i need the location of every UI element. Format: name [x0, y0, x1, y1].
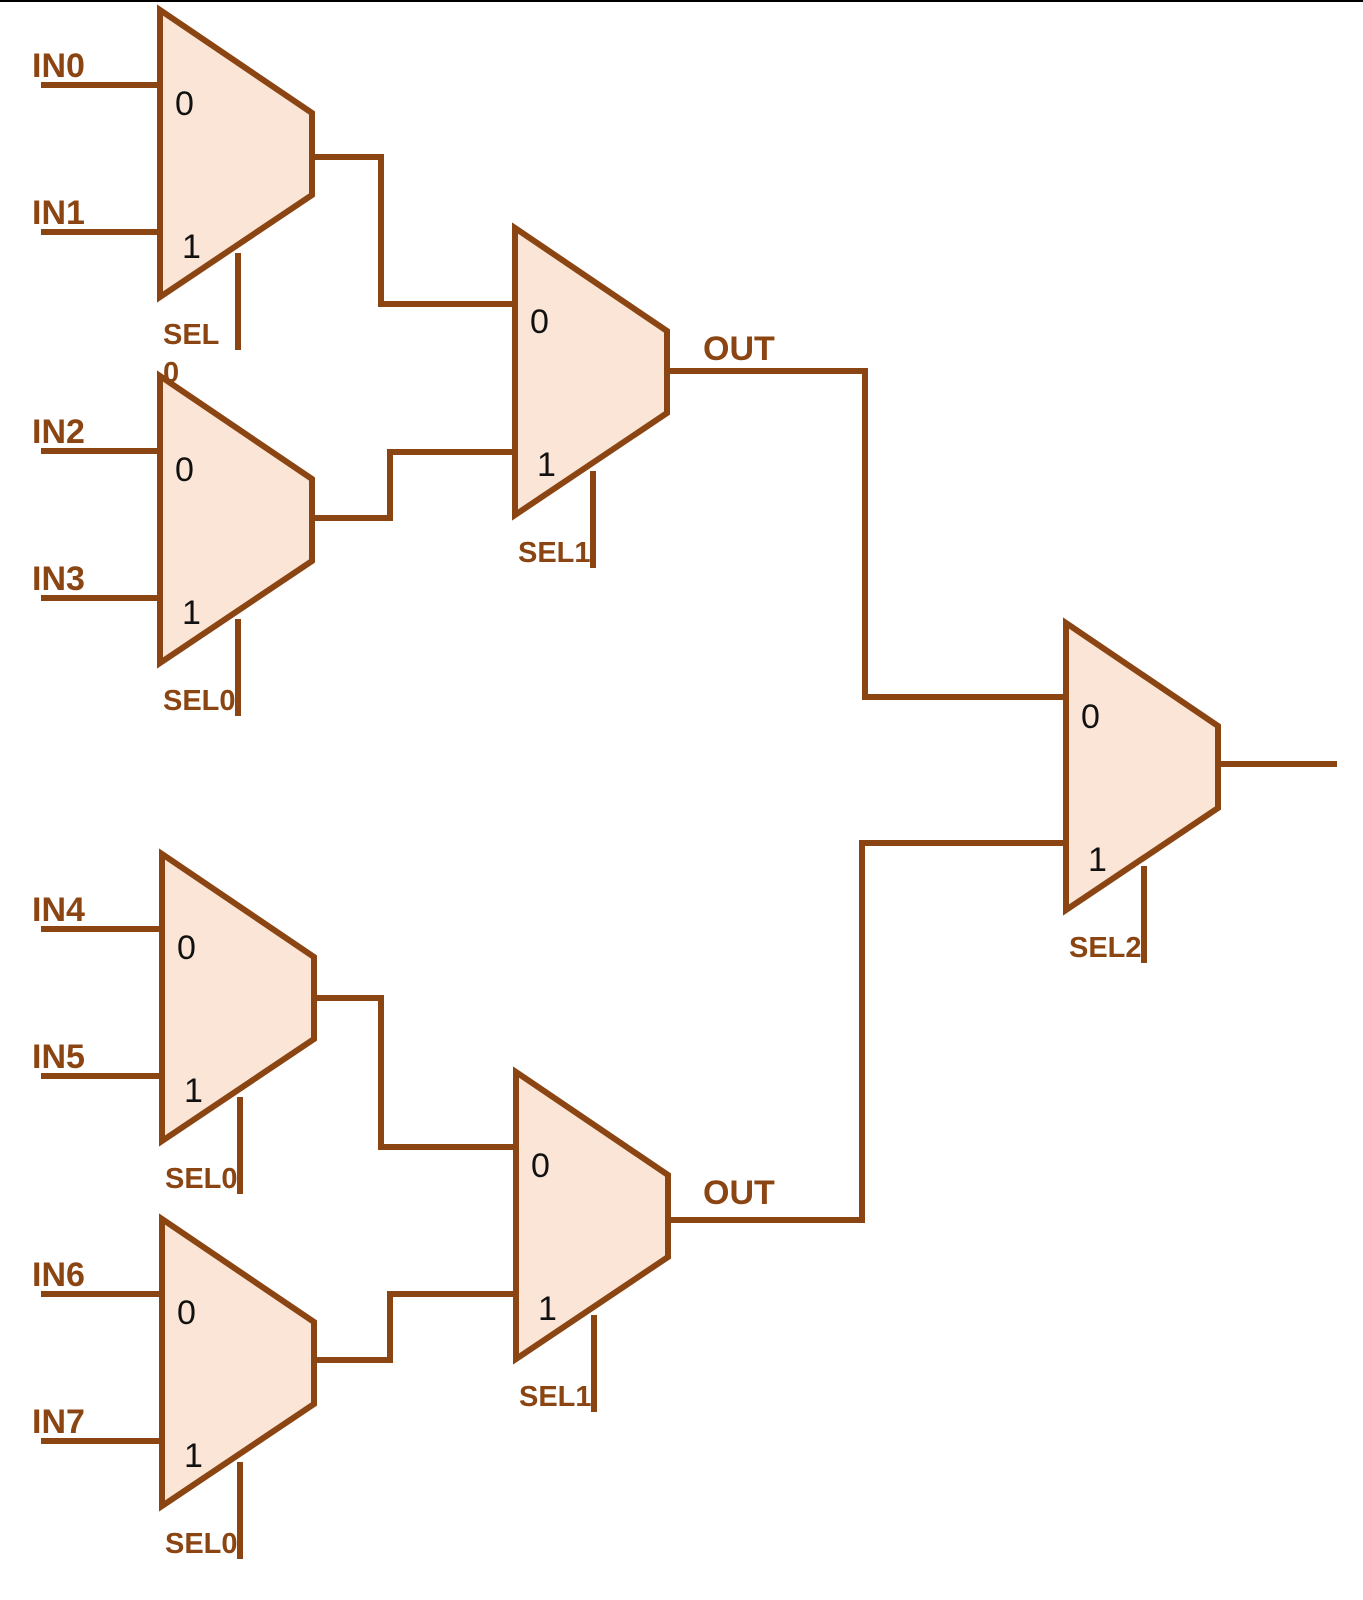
- wire-mux1a-to-mux2a: [309, 154, 518, 307]
- mux-port-1-label: 1: [184, 1072, 203, 1110]
- wires: [41, 82, 1337, 1444]
- select-label: SEL2: [1069, 932, 1142, 964]
- mux-body: [1063, 617, 1221, 916]
- mux-port-0-label: 0: [530, 303, 549, 341]
- input-label-3: IN3: [32, 560, 85, 598]
- mux-port-0-label: 0: [175, 451, 194, 489]
- mux-port-1-label: 1: [182, 594, 201, 632]
- wire-mux1d-to-mux2b: [311, 1291, 519, 1363]
- wire-mux1c-to-mux2b: [311, 995, 519, 1150]
- mux-body: [159, 1213, 317, 1512]
- input-label-0: IN0: [32, 47, 85, 85]
- mux-port-0-label: 0: [177, 1294, 196, 1332]
- output-label-1: OUT: [703, 1174, 775, 1212]
- input-label-1: IN1: [32, 194, 85, 232]
- select-label: SEL1: [519, 1381, 592, 1413]
- mux-port-1-label: 1: [1088, 841, 1107, 879]
- wire-mux1b-to-mux2a: [309, 449, 518, 521]
- input-label-4: IN4: [32, 891, 85, 929]
- mux-port-0-label: 0: [177, 929, 196, 967]
- mux-port-1-label: 1: [184, 1437, 203, 1475]
- mux-port-1-label: 1: [182, 228, 201, 266]
- select-label: SEL0: [163, 685, 236, 717]
- mux-body: [513, 1066, 671, 1365]
- input-label-6: IN6: [32, 1256, 85, 1294]
- wire-mux2b-to-mux3: [662, 840, 1069, 1223]
- select-label: SEL0: [165, 1528, 238, 1560]
- input-label-7: IN7: [32, 1403, 85, 1441]
- mux-port-1-label: 1: [538, 1290, 557, 1328]
- mux-body: [512, 222, 670, 521]
- select-label: SEL1: [518, 537, 591, 569]
- mux-body: [157, 4, 315, 303]
- wire-mux2a-to-mux3: [662, 368, 1069, 700]
- select-label: SEL0: [165, 1163, 238, 1195]
- input-label-2: IN2: [32, 413, 85, 451]
- mux-port-0-label: 0: [175, 85, 194, 123]
- mux-port-0-label: 0: [531, 1147, 550, 1185]
- mux-port-0-label: 0: [1081, 698, 1100, 736]
- input-label-5: IN5: [32, 1038, 85, 1076]
- mux-port-1-label: 1: [537, 446, 556, 484]
- output-label-0: OUT: [703, 330, 775, 368]
- multiplexers: 01SEL001SEL001SEL001SEL001SEL101SEL101SE…: [157, 4, 1221, 1560]
- select-label: SEL: [163, 319, 219, 351]
- mux-body: [159, 848, 317, 1147]
- mux-body: [157, 370, 315, 669]
